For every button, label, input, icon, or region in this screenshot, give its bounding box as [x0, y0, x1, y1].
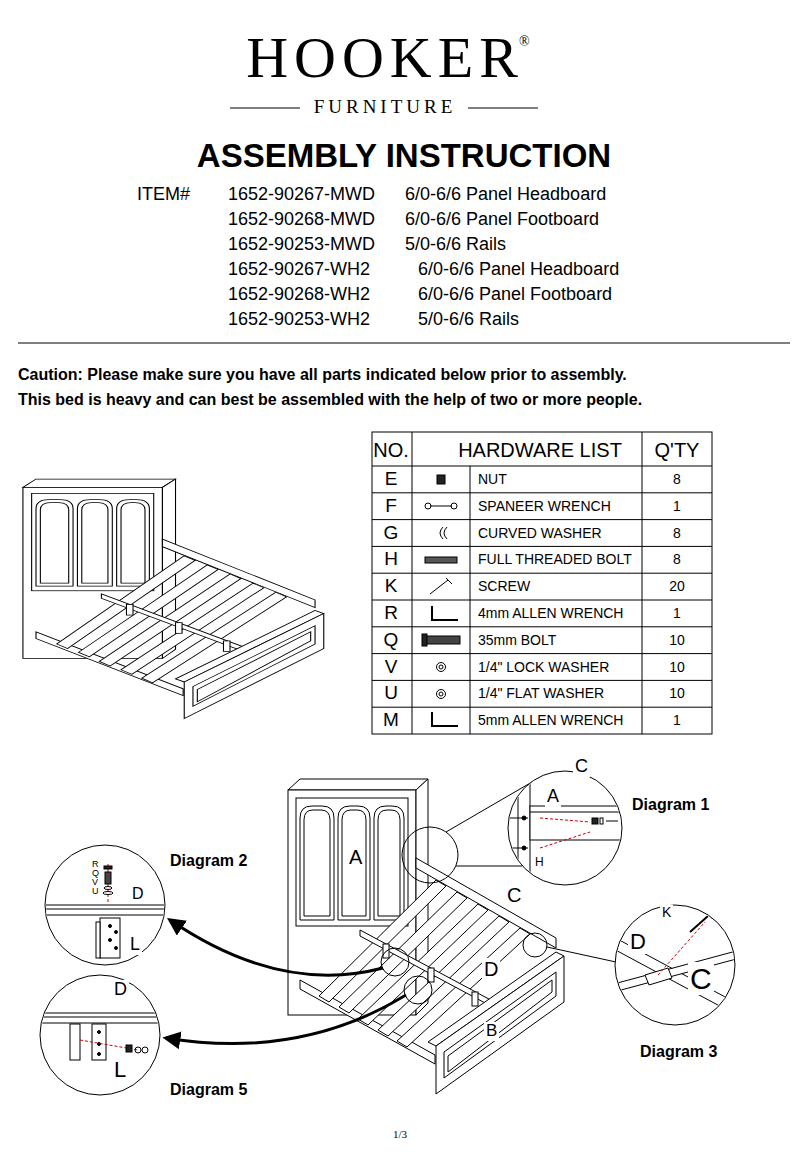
part-letter: R	[384, 603, 398, 624]
page-title: ASSEMBLY INSTRUCTION	[197, 138, 611, 174]
callout-letter: D	[130, 885, 146, 903]
part-name: 35mm BOLT	[478, 633, 556, 648]
part-letter: H	[384, 549, 398, 570]
item-description: 6/0-6/6 Panel Footboard	[405, 210, 599, 230]
part-name: FULL THREADED BOLT	[478, 552, 632, 567]
part-letter: K	[385, 576, 398, 597]
callout-letter: A	[347, 846, 364, 868]
item-number: 1652-90267-MWD	[228, 185, 375, 205]
callout-letter: K	[660, 905, 673, 920]
part-name: 1/4" LOCK WASHER	[478, 660, 609, 675]
brand-name: HOOKER	[246, 26, 524, 90]
part-name: NUT	[478, 472, 507, 487]
item-number: 1652-90253-MWD	[228, 235, 375, 255]
item-number: 1652-90268-MWD	[228, 210, 375, 230]
part-quantity: 8	[673, 526, 681, 541]
part-name: SPANEER WRENCH	[478, 499, 611, 514]
item-description: 6/0-6/6 Panel Footboard	[418, 285, 612, 305]
callout-letter: B	[484, 1022, 499, 1041]
caution-note: This bed is heavy and can best be assemb…	[18, 391, 642, 409]
table-header: Q'TY	[655, 439, 700, 461]
callout-letter: U	[92, 887, 99, 897]
part-letter: Q	[384, 630, 399, 651]
callout-letter: C	[573, 757, 590, 777]
part-name: 4mm ALLEN WRENCH	[478, 606, 623, 621]
item-description: 5/0-6/6 Rails	[418, 310, 519, 330]
callout-letter: D	[628, 930, 648, 954]
registered-mark: ®	[519, 34, 530, 49]
part-letter: V	[385, 657, 398, 678]
item-description: 5/0-6/6 Rails	[405, 235, 506, 255]
diagram-label: Diagram 1	[632, 796, 709, 814]
part-quantity: 1	[673, 499, 681, 514]
item-description: 6/0-6/6 Panel Headboard	[418, 260, 619, 280]
diagram-label: Diagram 3	[640, 1043, 717, 1061]
part-name: SCREW	[478, 579, 530, 594]
part-quantity: 10	[669, 660, 685, 675]
part-quantity: 10	[669, 633, 685, 648]
part-quantity: 20	[669, 579, 685, 594]
callout-letter: H	[533, 856, 546, 869]
part-quantity: 1	[673, 713, 681, 728]
part-name: 1/4" FLAT WASHER	[478, 686, 604, 701]
part-letter: G	[384, 523, 399, 544]
callout-letter: L	[128, 935, 142, 955]
callout-letter: C	[505, 884, 523, 906]
part-quantity: 10	[669, 686, 685, 701]
brand-subtitle: FURNITURE	[314, 97, 457, 118]
diagram-label: Diagram 5	[170, 1081, 247, 1099]
callout-letter: D	[112, 980, 129, 1000]
table-header: HARDWARE LIST	[458, 439, 622, 461]
item-number: 1652-90253-WH2	[228, 310, 370, 330]
callout-letter: A	[545, 787, 561, 807]
part-quantity: 8	[673, 552, 681, 567]
part-letter: M	[383, 710, 399, 731]
item-description: 6/0-6/6 Panel Headboard	[405, 185, 606, 205]
callout-letter: D	[482, 958, 500, 980]
item-number: 1652-90267-WH2	[228, 260, 370, 280]
item-heading: ITEM#	[137, 185, 190, 205]
caution-note: Caution: Please make sure you have all p…	[18, 366, 627, 384]
callout-letter: C	[688, 962, 714, 995]
page-number: 1/3	[393, 1128, 407, 1140]
part-letter: F	[385, 496, 397, 517]
diagram-label: Diagram 2	[170, 852, 247, 870]
part-quantity: 1	[673, 606, 681, 621]
part-quantity: 8	[673, 472, 681, 487]
part-letter: U	[384, 683, 398, 704]
part-name: CURVED WASHER	[478, 526, 602, 541]
part-name: 5mm ALLEN WRENCH	[478, 713, 623, 728]
item-number: 1652-90268-WH2	[228, 285, 370, 305]
table-header: NO.	[373, 439, 409, 461]
part-letter: E	[385, 469, 398, 490]
callout-letter: L	[112, 1058, 128, 1082]
